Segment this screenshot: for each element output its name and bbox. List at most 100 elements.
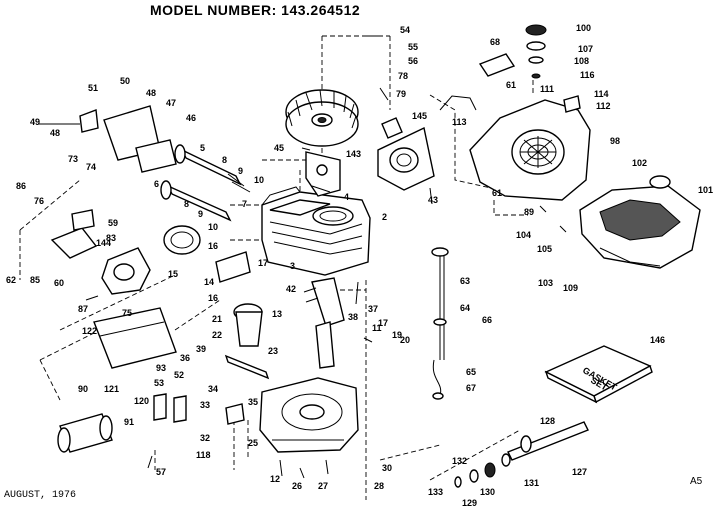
part-callout: 16 xyxy=(208,293,218,303)
part-callout: 104 xyxy=(516,230,531,240)
part-callout: 25 xyxy=(248,438,258,448)
part-callout: 105 xyxy=(537,244,552,254)
part-callout: 78 xyxy=(398,71,408,81)
part-callout: 48 xyxy=(146,88,156,98)
governor-parts xyxy=(153,393,245,425)
oil-sump xyxy=(259,377,359,453)
part-callout: 146 xyxy=(650,335,665,345)
part-callout: 145 xyxy=(412,111,427,121)
part-callout: 4 xyxy=(344,192,349,202)
part-callout: 17 xyxy=(258,258,268,268)
part-callout: 7 xyxy=(242,199,247,209)
part-callout: 61 xyxy=(492,188,502,198)
part-callout: 121 xyxy=(104,384,119,394)
part-callout: 90 xyxy=(78,384,88,394)
part-callout: 28 xyxy=(374,481,384,491)
part-callout: 53 xyxy=(154,378,164,388)
part-callout: 98 xyxy=(610,136,620,146)
part-callout: 93 xyxy=(156,363,166,373)
part-callout: 130 xyxy=(480,487,495,497)
part-callout: 5 xyxy=(200,143,205,153)
part-callout: 23 xyxy=(268,346,278,356)
part-callout: 102 xyxy=(632,158,647,168)
part-callout: 45 xyxy=(274,143,284,153)
part-callout: 132 xyxy=(452,456,467,466)
part-callout: 8 xyxy=(222,155,227,165)
part-callout: 48 xyxy=(50,128,60,138)
part-callout: 91 xyxy=(124,417,134,427)
part-callout: 111 xyxy=(540,84,554,94)
engine-block xyxy=(261,186,371,276)
part-callout: 17 xyxy=(378,318,388,328)
part-callout: 144 xyxy=(96,238,111,248)
part-callout: 9 xyxy=(238,166,243,176)
blower-housing xyxy=(469,99,591,201)
model-number-title: MODEL NUMBER: 143.264512 xyxy=(150,2,361,18)
flywheel-fan xyxy=(285,89,359,147)
part-callout: 79 xyxy=(396,89,406,99)
part-callout: 56 xyxy=(408,56,418,66)
part-callout: 67 xyxy=(466,383,476,393)
part-callout: 37 xyxy=(368,304,378,314)
part-callout: 20 xyxy=(400,335,410,345)
carburetor xyxy=(50,209,151,295)
part-callout: 86 xyxy=(16,181,26,191)
part-callout: 114 xyxy=(594,89,609,99)
part-callout: 66 xyxy=(482,315,492,325)
part-callout: 85 xyxy=(30,275,40,285)
part-callout: 122 xyxy=(82,326,97,336)
part-callout: 65 xyxy=(466,367,476,377)
revision-date: AUGUST, 1976 xyxy=(4,490,77,501)
fuel-tank xyxy=(579,175,701,269)
part-callout: 103 xyxy=(538,278,553,288)
part-callout: 87 xyxy=(78,304,88,314)
part-callout: 129 xyxy=(462,498,477,508)
part-callout: 6 xyxy=(154,179,159,189)
part-callout: 68 xyxy=(490,37,500,47)
page-code: A5 xyxy=(690,476,703,487)
part-callout: 34 xyxy=(208,384,218,394)
part-callout: 61 xyxy=(506,80,516,90)
part-callout: 39 xyxy=(196,344,206,354)
part-callout: 9 xyxy=(198,209,203,219)
part-callout: 14 xyxy=(204,277,214,287)
part-callout: 49 xyxy=(30,117,40,127)
gasket-kit xyxy=(544,345,653,404)
part-callout: 101 xyxy=(698,185,713,195)
part-callout: 76 xyxy=(34,196,44,206)
part-callout: 52 xyxy=(174,370,184,380)
part-callout: 60 xyxy=(54,278,64,288)
part-callout: 36 xyxy=(180,353,190,363)
part-callout: 59 xyxy=(108,218,118,228)
part-callout: 100 xyxy=(576,23,591,33)
part-callout: 74 xyxy=(86,162,96,172)
part-callout: 8 xyxy=(184,199,189,209)
part-callout: 38 xyxy=(348,312,358,322)
part-callout: 46 xyxy=(186,113,196,123)
part-callout: 3 xyxy=(290,261,295,271)
part-callout: 21 xyxy=(212,314,222,324)
part-callout: 15 xyxy=(168,269,178,279)
part-callout: 10 xyxy=(254,175,264,185)
part-callout: 120 xyxy=(134,396,149,406)
part-callout: 32 xyxy=(200,433,210,443)
valves xyxy=(160,144,251,222)
part-callout: 26 xyxy=(292,481,302,491)
part-callout: 16 xyxy=(208,241,218,251)
part-callout: 2 xyxy=(382,212,387,222)
part-callout: 50 xyxy=(120,76,130,86)
part-callout: 127 xyxy=(572,467,587,477)
part-callout: 131 xyxy=(524,478,539,488)
recoil-starter xyxy=(377,117,435,191)
part-callout: 30 xyxy=(382,463,392,473)
part-callout: 109 xyxy=(563,283,578,293)
muffler xyxy=(57,307,177,453)
part-callout: 11 xyxy=(372,323,382,333)
part-callout: 83 xyxy=(106,233,116,243)
part-callout: 35 xyxy=(248,397,258,407)
part-callout: 19 xyxy=(392,330,402,340)
part-callout: 12 xyxy=(270,474,280,484)
part-callout: 13 xyxy=(272,309,282,319)
pto-shaft xyxy=(454,421,589,488)
